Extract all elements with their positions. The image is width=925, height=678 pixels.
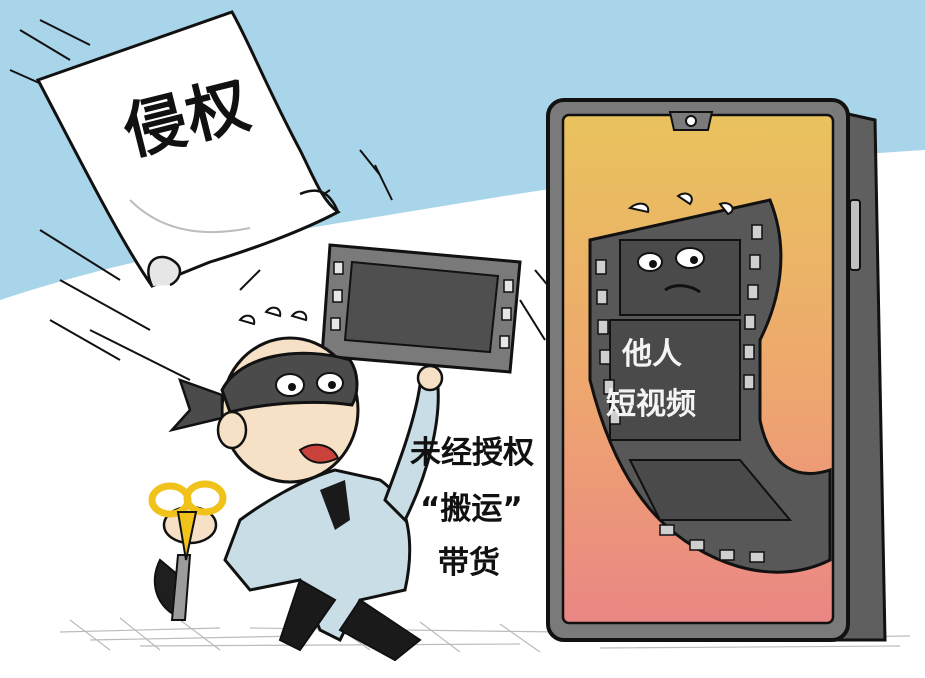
scissors-icon: [148, 480, 227, 622]
sad-face: [627, 192, 734, 294]
held-film-frame-icon: [320, 243, 522, 374]
film-strip-icon: [588, 192, 832, 574]
screen-text-line-1: 他人: [622, 337, 682, 372]
thief-character: [162, 306, 444, 662]
paper-sheet-icon: [35, 10, 341, 288]
screen-text-line-2: 短视频: [606, 387, 696, 422]
slogan-line-3: 带货: [438, 545, 500, 581]
slogan-line-1: 未经授权: [410, 435, 534, 471]
slogan-line-2: “搬运”: [420, 491, 523, 527]
